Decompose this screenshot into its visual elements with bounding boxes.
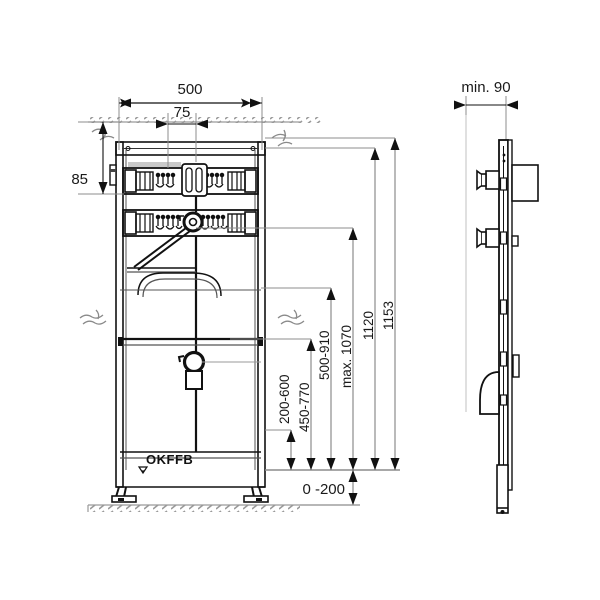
dimension-0-200: 0 -200	[300, 470, 360, 506]
dimension-label-max-1070: max. 1070	[339, 325, 354, 388]
dimension-label-1120: 1120	[361, 311, 376, 340]
front-elevation-frame	[115, 141, 266, 488]
dimension-200-600: 200-600	[277, 374, 296, 470]
dimension-max-1070: max. 1070	[339, 228, 358, 470]
break-symbol-left-upper	[79, 309, 107, 325]
dimension-450-770: 450-770	[297, 339, 316, 470]
dimension-label-450-770: 450-770	[297, 382, 312, 432]
bowl-outline	[137, 272, 222, 299]
drain-outlet-fitting	[177, 350, 261, 390]
okffb-annotation: OKFFB	[137, 452, 193, 475]
break-symbol-right-upper	[277, 309, 305, 325]
support-legs	[111, 486, 269, 503]
dimension-label-min-90: min. 90	[461, 79, 510, 96]
side-bowl-profile	[479, 371, 500, 415]
dimension-label-500-910: 500-910	[317, 330, 332, 380]
dimension-label-height-85: 85	[71, 171, 88, 188]
side-lower-fixture	[476, 227, 500, 249]
internal-pipework	[127, 196, 198, 452]
dimension-500-910: 500-910	[317, 288, 336, 470]
dimension-label-0-200: 0 -200	[302, 481, 345, 498]
break-symbol-right-top	[271, 129, 293, 147]
dimension-label-width-500: 500	[177, 81, 202, 98]
side-leg	[496, 464, 509, 514]
side-bracket-tab	[512, 354, 520, 378]
okffb-label: OKFFB	[146, 452, 193, 467]
lower-fixture-rail	[122, 209, 259, 237]
dimension-1153: 1153	[381, 138, 400, 470]
dimension-1120: 1120	[361, 148, 380, 470]
dimension-leader-lines	[196, 137, 395, 431]
left-wall-bracket	[109, 164, 117, 186]
mid-crossbar	[118, 337, 263, 346]
side-cistern-block	[511, 164, 539, 202]
dimension-label-1153: 1153	[381, 301, 396, 330]
dimension-height-85: 85	[71, 121, 124, 195]
floor-hatching-bottom	[87, 504, 300, 512]
dimension-label-200-600: 200-600	[277, 374, 292, 424]
wall-hatching-top	[88, 117, 324, 123]
dimension-width-75: 75	[156, 104, 208, 168]
side-small-tab	[511, 235, 519, 247]
side-upper-fixture	[476, 169, 500, 191]
left-wall-bracket-slot	[110, 169, 116, 172]
dimension-width-500: 500	[118, 81, 263, 150]
upper-fixture-rail	[122, 162, 259, 197]
side-elevation-view: min. 90	[454, 79, 539, 514]
dimension-label-width-75: 75	[174, 104, 191, 121]
